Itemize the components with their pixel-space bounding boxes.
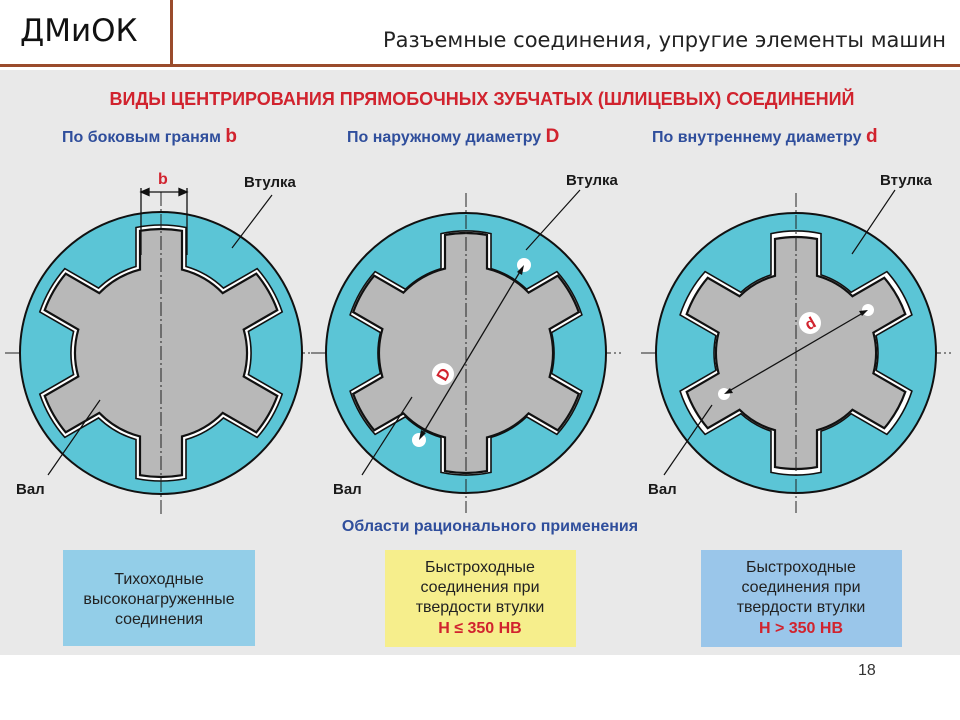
diagram-title: ВИДЫ ЦЕНТРИРОВАНИЯ ПРЯМОБОЧНЫХ ЗУБЧАТЫХ … xyxy=(110,88,855,109)
dimension-d-label-bg xyxy=(432,363,454,385)
application-box-2-bg xyxy=(385,550,576,647)
box1-line3: соединения xyxy=(115,611,203,628)
box3-hardness: H > 350 HB xyxy=(759,620,843,637)
spline-centering-diagram: ВИДЫ ЦЕНТРИРОВАНИЯ ПРЯМОБОЧНЫХ ЗУБЧАТЫХ … xyxy=(5,88,951,647)
label-shaft-1: Вал xyxy=(16,481,45,498)
leader-lines xyxy=(47,189,896,476)
course-logo: ДМиОК xyxy=(20,13,138,49)
dimension-d2-label-bg xyxy=(799,312,821,334)
spline-joint-inner-centering xyxy=(641,193,951,513)
dimension-d-outer xyxy=(412,258,531,447)
caption-outer-diameter: По наружному диаметру D xyxy=(347,126,559,147)
dimension-label-b: b xyxy=(158,171,168,188)
box2-hardness: H ≤ 350 HB xyxy=(438,620,521,637)
box2-line2: соединения при xyxy=(420,579,539,596)
slide-header: ДМиОК Разъемные соединения, упругие элем… xyxy=(0,0,960,67)
caption-inner-diameter: По внутреннему диаметру d xyxy=(652,126,878,147)
spline-joint-outer-centering xyxy=(311,193,621,513)
label-hub-2: Втулка xyxy=(566,172,619,189)
label-shaft-3: Вал xyxy=(648,481,677,498)
application-box-3-bg xyxy=(701,550,902,647)
application-box-1-bg xyxy=(63,550,255,646)
spline-joint-side-centering xyxy=(5,192,317,514)
slide-subtitle: Разъемные соединения, упругие элементы м… xyxy=(382,28,946,52)
box3-line2: соединения при xyxy=(741,579,860,596)
label-hub-1: Втулка xyxy=(244,174,297,191)
box3-line1: Быстроходные xyxy=(746,559,856,576)
application-box-3: Быстроходные соединения при твердости вт… xyxy=(701,550,902,647)
application-box-1: Тихоходные высоконагруженные соединения xyxy=(63,550,255,646)
applications-title: Области рационального применения xyxy=(342,518,638,535)
dimension-b xyxy=(139,187,189,255)
caption-side-faces: По боковым граням b xyxy=(62,126,237,147)
application-box-2: Быстроходные соединения при твердости вт… xyxy=(385,550,576,647)
header-vertical-divider xyxy=(170,0,173,66)
label-hub-3: Втулка xyxy=(880,172,933,189)
box2-line3: твердости втулки xyxy=(416,599,545,616)
slide-number: 18 xyxy=(858,662,876,679)
box1-line1: Тихоходные xyxy=(114,571,204,588)
box3-line3: твердости втулки xyxy=(737,599,866,616)
dimension-d-inner xyxy=(718,304,874,400)
box2-line1: Быстроходные xyxy=(425,559,535,576)
header-horizontal-divider xyxy=(0,64,960,67)
label-shaft-2: Вал xyxy=(333,481,362,498)
box1-line2: высоконагруженные xyxy=(83,591,234,608)
